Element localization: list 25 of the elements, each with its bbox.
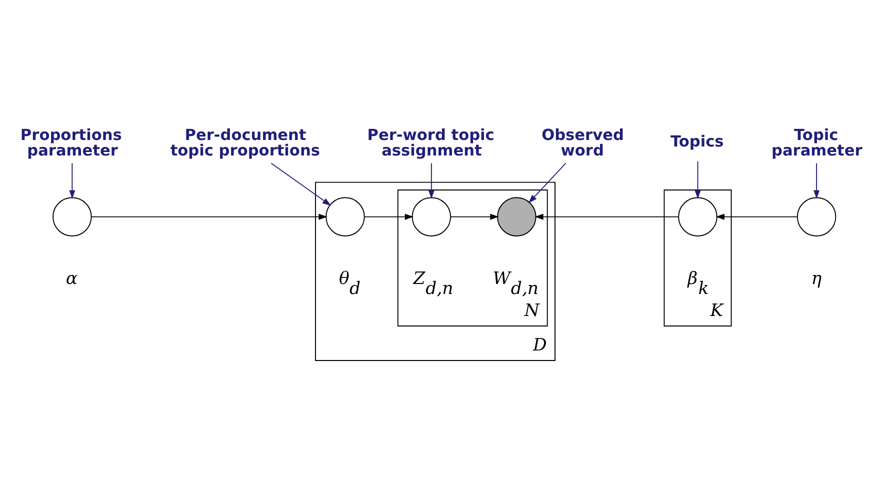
- node-circle: [412, 197, 452, 236]
- arrow: [716, 214, 798, 220]
- arrow: [814, 162, 820, 199]
- arrow: [364, 214, 414, 220]
- node-label: η: [811, 269, 822, 290]
- node-circle: [678, 197, 718, 236]
- arrow: [69, 162, 76, 199]
- arrow: [270, 162, 332, 206]
- node-text: Observed word: [542, 126, 624, 160]
- arrow: [428, 162, 434, 199]
- arrow: [90, 214, 328, 220]
- node-text: Topic parameter: [772, 126, 862, 160]
- arrow: [450, 214, 499, 220]
- node-circle: [326, 197, 365, 236]
- node-text: Topics: [670, 132, 724, 151]
- node-circle: [52, 197, 92, 236]
- node-circle: [497, 197, 536, 236]
- node-text: Per-word topic assignment: [367, 126, 494, 160]
- node-text: Proportions parameter: [20, 126, 122, 160]
- node-circle: [796, 197, 836, 236]
- arrow: [534, 214, 679, 220]
- arrow: [694, 160, 701, 199]
- node-text: Per-document topic proportions: [170, 126, 320, 160]
- arrow: [528, 162, 566, 204]
- node-label: α: [66, 269, 78, 290]
